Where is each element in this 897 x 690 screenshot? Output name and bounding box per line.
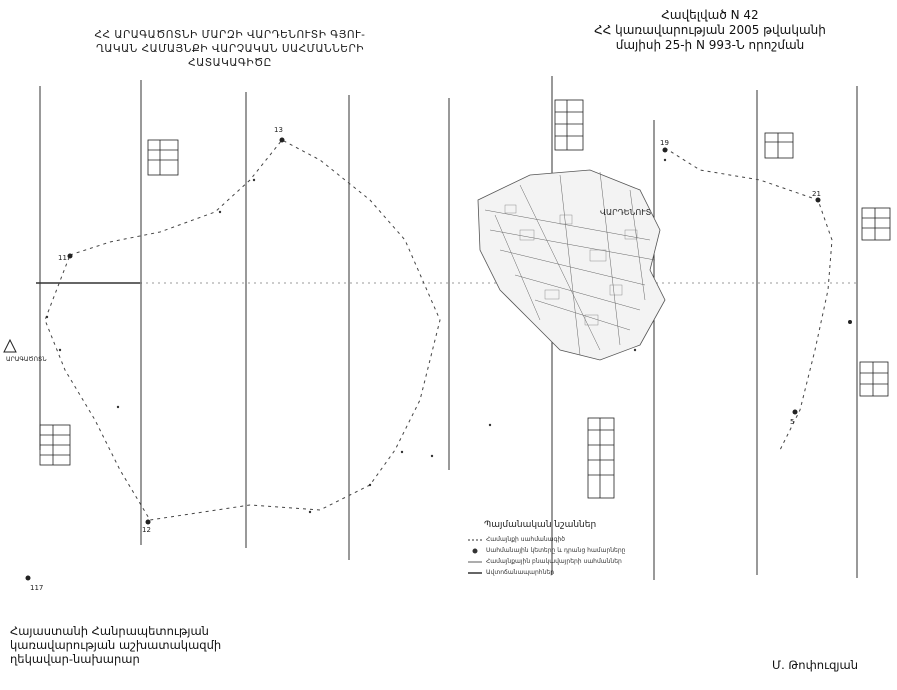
map-title: ՀՀ ԱՐԱԳԱԾՈՏՆԻ ՄԱՐԶԻ ՎԱՐԴԵՆՈՒՏԻ ԳՅՈՒ- ՂԱԿ… [60, 28, 400, 70]
community-boundary-east [664, 147, 833, 451]
signatory-title: Հայաստանի Հանրապետության կառավարության ա… [10, 624, 221, 666]
coordinate-table [554, 99, 584, 151]
boundary-point [815, 197, 821, 203]
boundary-point [279, 137, 285, 143]
boundary-point [25, 575, 31, 581]
village-label: ՎԱՐԴԵՆՈՒՏ [600, 208, 652, 217]
coordinate-table [764, 132, 794, 159]
legend-title: Պայմանական նշաններ [484, 520, 597, 530]
legend-symbols [468, 539, 482, 574]
signatory-name: Մ. Թոփուզյան [772, 658, 858, 672]
map-title-line-1: ՀՀ ԱՐԱԳԱԾՈՏՆԻ ՄԱՐԶԻ ՎԱՐԴԵՆՈՒՏԻ ԳՅՈՒ- [94, 29, 366, 41]
point-label: 117 [30, 584, 43, 592]
signatory-line-3: ղեկավար-նախարար [10, 652, 140, 666]
coordinate-tables [39, 99, 891, 499]
map-title-line-2: ՂԱԿԱՆ ՀԱՄԱՅՆՔԻ ՎԱՐՉԱԿԱՆ ՍԱՀՄԱՆՆԵՐԻ [95, 43, 365, 55]
appendix-decision: մայիսի 25-ի N 993-Ն որոշման [615, 38, 805, 52]
boundary-point [145, 519, 151, 525]
point-label: 12 [142, 526, 151, 534]
boundary-point [662, 147, 668, 153]
village-area [477, 169, 666, 361]
coordinate-table [861, 207, 891, 241]
boundary-point [848, 320, 852, 324]
coordinate-table [147, 139, 179, 176]
coordinate-table [587, 417, 615, 499]
map-title-line-3: ՀԱՏԱԿԱԳԻԾԸ [188, 57, 272, 69]
community-boundary [44, 139, 441, 521]
point-label: 13 [274, 126, 283, 134]
signatory-line-1: Հայաստանի Հանրապետության [10, 624, 209, 638]
point-label: 11 [58, 254, 67, 262]
point-label: 21 [812, 190, 821, 198]
boundary-point [67, 253, 73, 259]
point-label: 5 [790, 418, 794, 426]
legend-item: Համայնքային բնակավայրերի սահմաններ [486, 558, 622, 565]
grid-lines [36, 76, 860, 580]
boundary-points [25, 137, 852, 581]
coordinate-table [859, 361, 889, 397]
signatory-line-2: կառավարության աշխատակազմի [10, 638, 222, 652]
appendix-header: Հավելված N 42 ՀՀ կառավարության 2005 թվակ… [560, 8, 860, 53]
point-labels: 13 11 21 19 12 117 5 [30, 126, 821, 592]
appendix-number: Հավելված N 42 [661, 8, 759, 22]
survey-marks [45, 158, 667, 514]
point-label: 19 [660, 139, 669, 147]
legend-item: Սահմանային կետերը և դրանց համարները [486, 547, 626, 554]
triangulation-icon [3, 338, 17, 353]
settlement-label: ԱՐԱԳԱԾՈՏՆ [6, 356, 47, 363]
legend-point-symbol [472, 548, 478, 554]
legend-item: Համայնքի սահմանագիծ [486, 536, 565, 543]
appendix-government: ՀՀ կառավարության 2005 թվականի [594, 23, 826, 37]
boundary-point [792, 409, 798, 415]
legend-item: Ավտոճանապարհներ [486, 569, 555, 576]
